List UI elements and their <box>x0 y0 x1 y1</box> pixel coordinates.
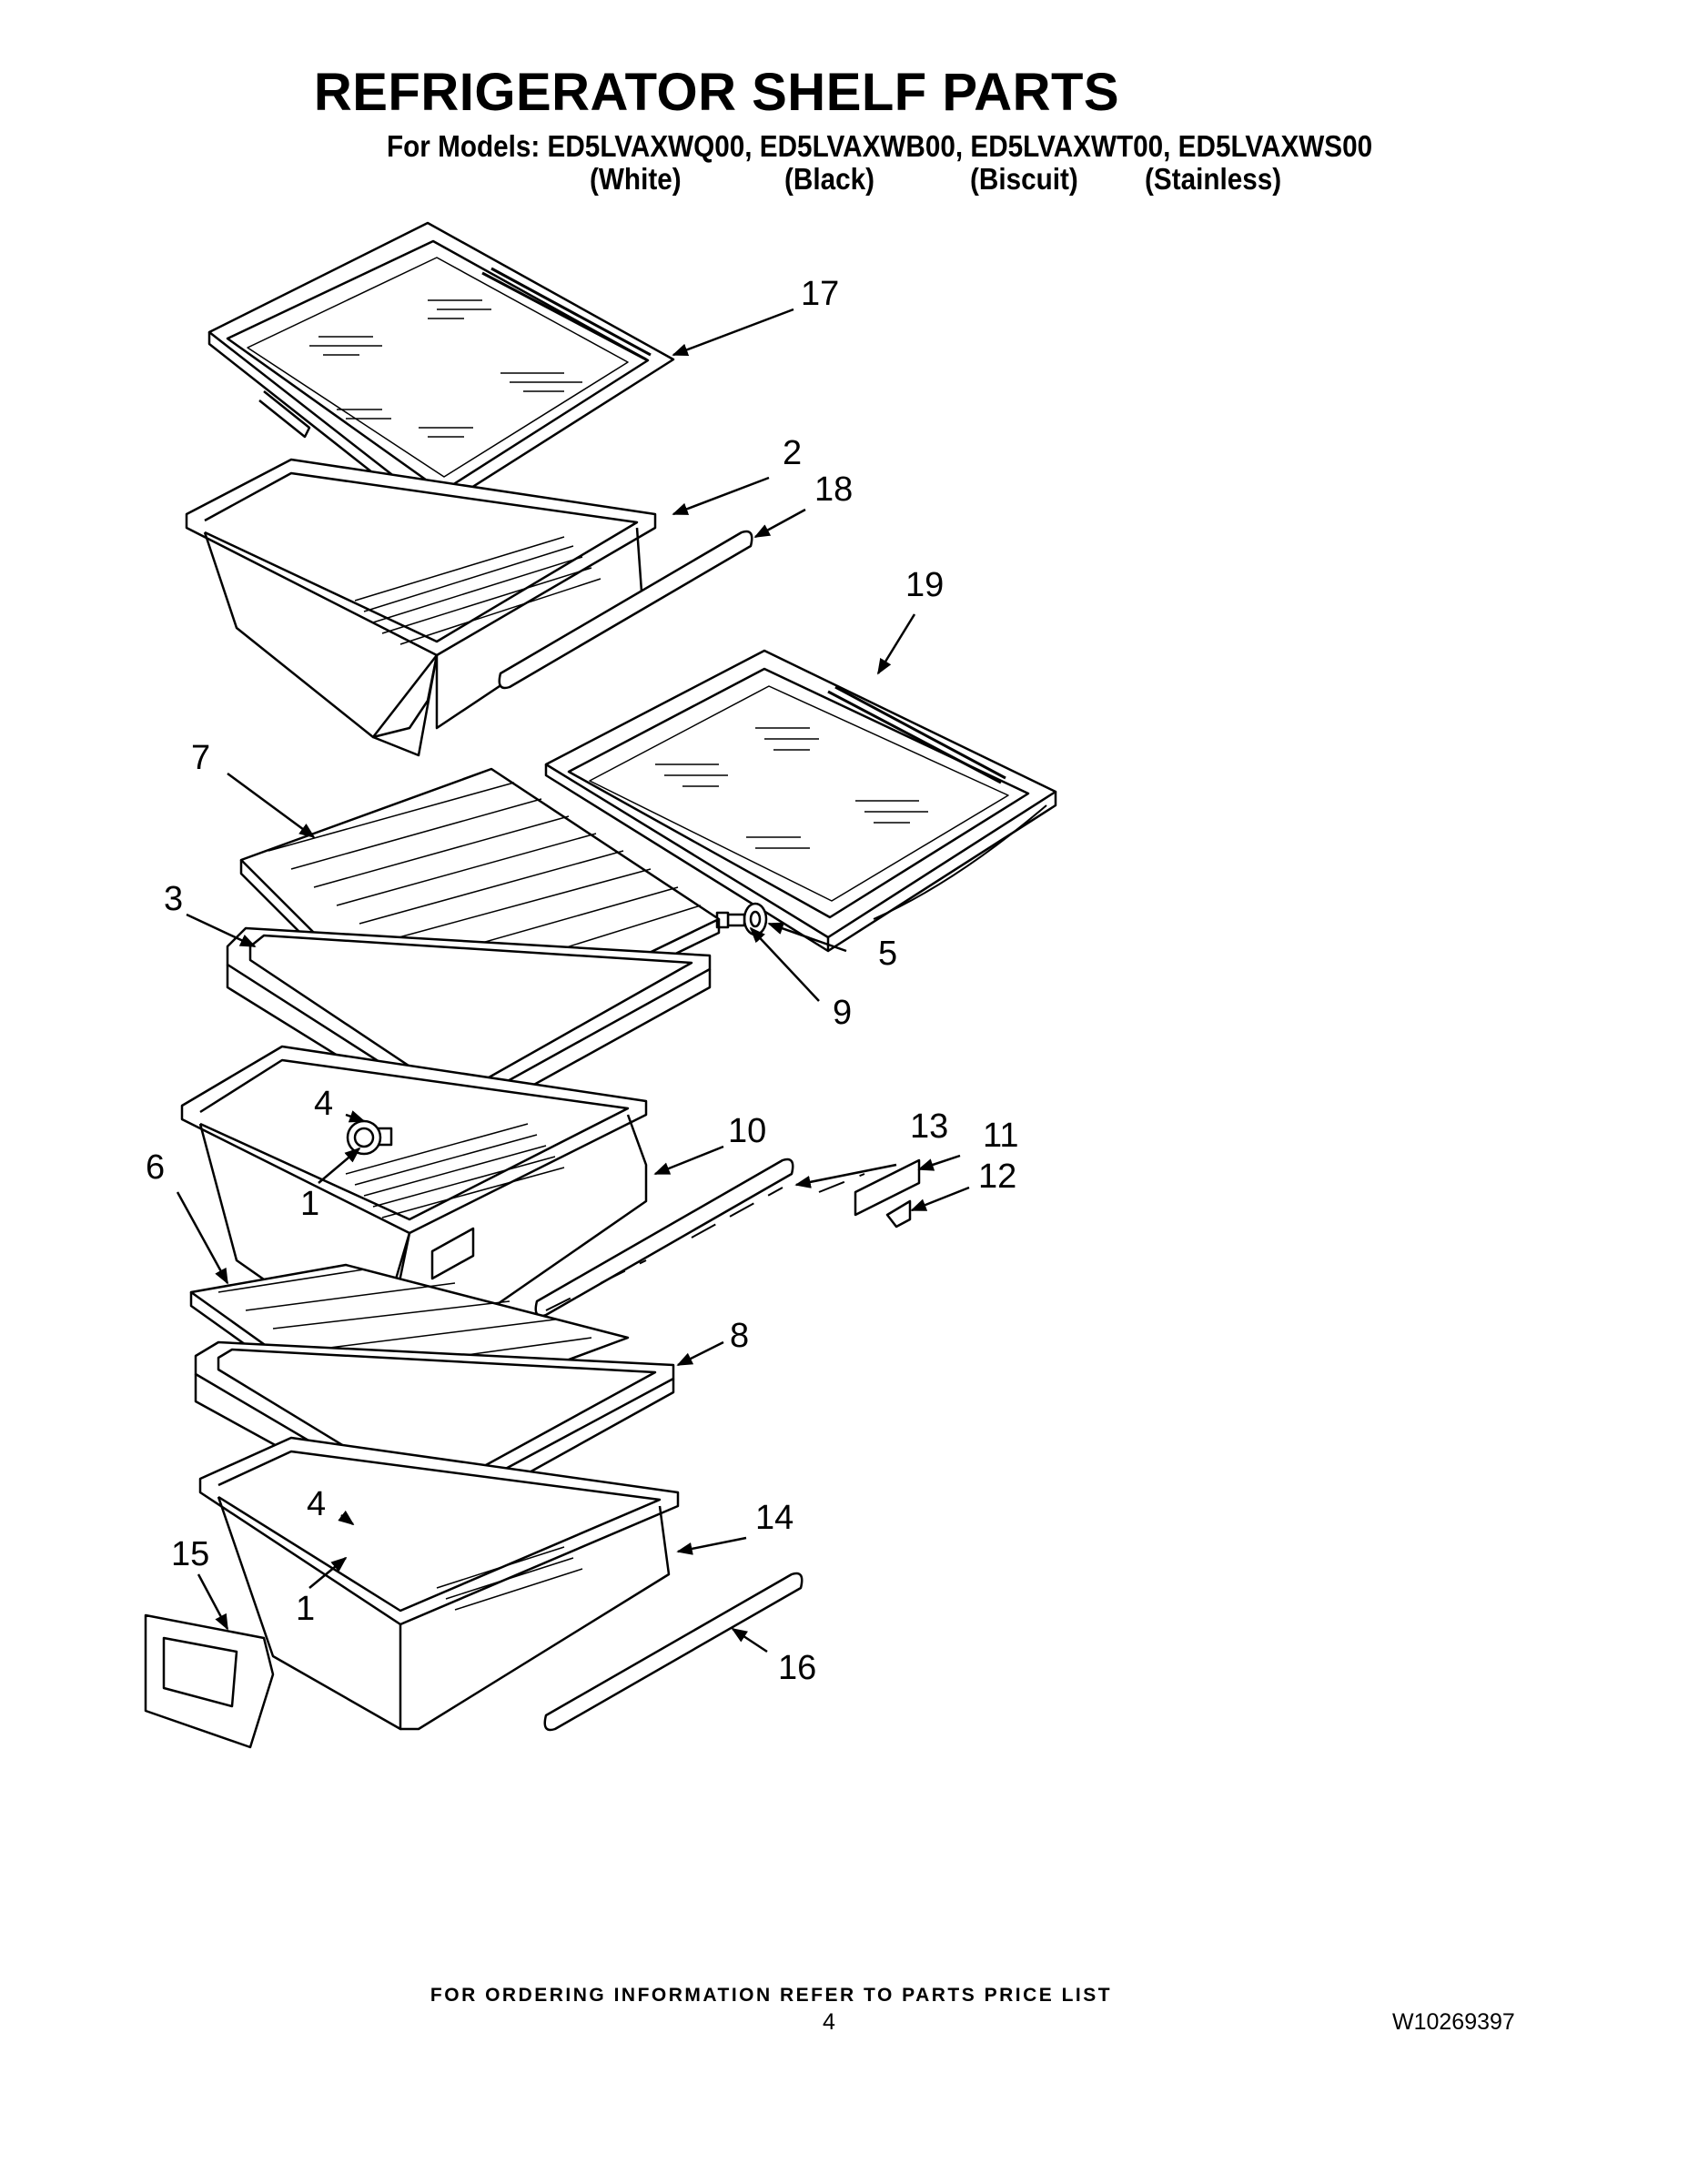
callout-11: 11 <box>983 1117 1018 1155</box>
roller-5-screw-9 <box>715 902 768 936</box>
callout-2: 2 <box>783 434 802 472</box>
variant-stainless: (Stainless) <box>1145 162 1282 196</box>
knob-assembly-upper <box>346 1119 393 1156</box>
trim-13 <box>534 1158 794 1318</box>
bracket-11 <box>854 1158 921 1217</box>
variant-black: (Black) <box>784 162 875 196</box>
callout-5: 5 <box>878 935 897 973</box>
document-number: W10269397 <box>1392 2009 1515 2035</box>
page-number: 4 <box>823 2009 835 2035</box>
label-holder-15 <box>144 1613 275 1749</box>
callout-10: 10 <box>728 1112 766 1150</box>
callout-12: 12 <box>978 1158 1016 1196</box>
variant-biscuit: (Biscuit) <box>970 162 1078 196</box>
callout-16: 16 <box>778 1649 816 1687</box>
trim-18 <box>498 530 753 690</box>
clip-12 <box>885 1199 912 1228</box>
trim-16 <box>543 1572 804 1732</box>
callout-9: 9 <box>833 994 852 1032</box>
ordering-note: FOR ORDERING INFORMATION REFER TO PARTS … <box>430 1985 1113 2006</box>
callout-15: 15 <box>171 1535 209 1573</box>
callout-6: 6 <box>146 1148 165 1187</box>
crisper-drawer-14 <box>198 1436 680 1731</box>
callout-1-upper: 1 <box>300 1185 319 1223</box>
glass-shelf-19 <box>544 649 1057 953</box>
callout-8: 8 <box>730 1317 749 1355</box>
callout-19: 19 <box>905 566 944 604</box>
callout-7: 7 <box>191 739 210 777</box>
exploded-parts-diagram: 17 2 18 19 7 3 5 9 4 10 13 11 12 1 6 8 4… <box>144 221 1057 1749</box>
callout-3: 3 <box>164 880 183 918</box>
callout-1-lower: 1 <box>296 1590 315 1628</box>
callout-4-upper: 4 <box>314 1085 333 1123</box>
page-title: REFRIGERATOR SHELF PARTS <box>313 63 1120 122</box>
glass-shelf-17 <box>207 221 675 525</box>
variant-white: (White) <box>590 162 682 196</box>
callout-13: 13 <box>910 1107 948 1146</box>
crisper-drawer-2 <box>185 458 657 757</box>
models-line: For Models: ED5LVAXWQ00, ED5LVAXWB00, ED… <box>387 129 1373 163</box>
callout-14: 14 <box>755 1499 793 1537</box>
callout-18: 18 <box>814 470 853 509</box>
callout-4-lower: 4 <box>307 1485 326 1523</box>
callout-17: 17 <box>801 275 839 313</box>
